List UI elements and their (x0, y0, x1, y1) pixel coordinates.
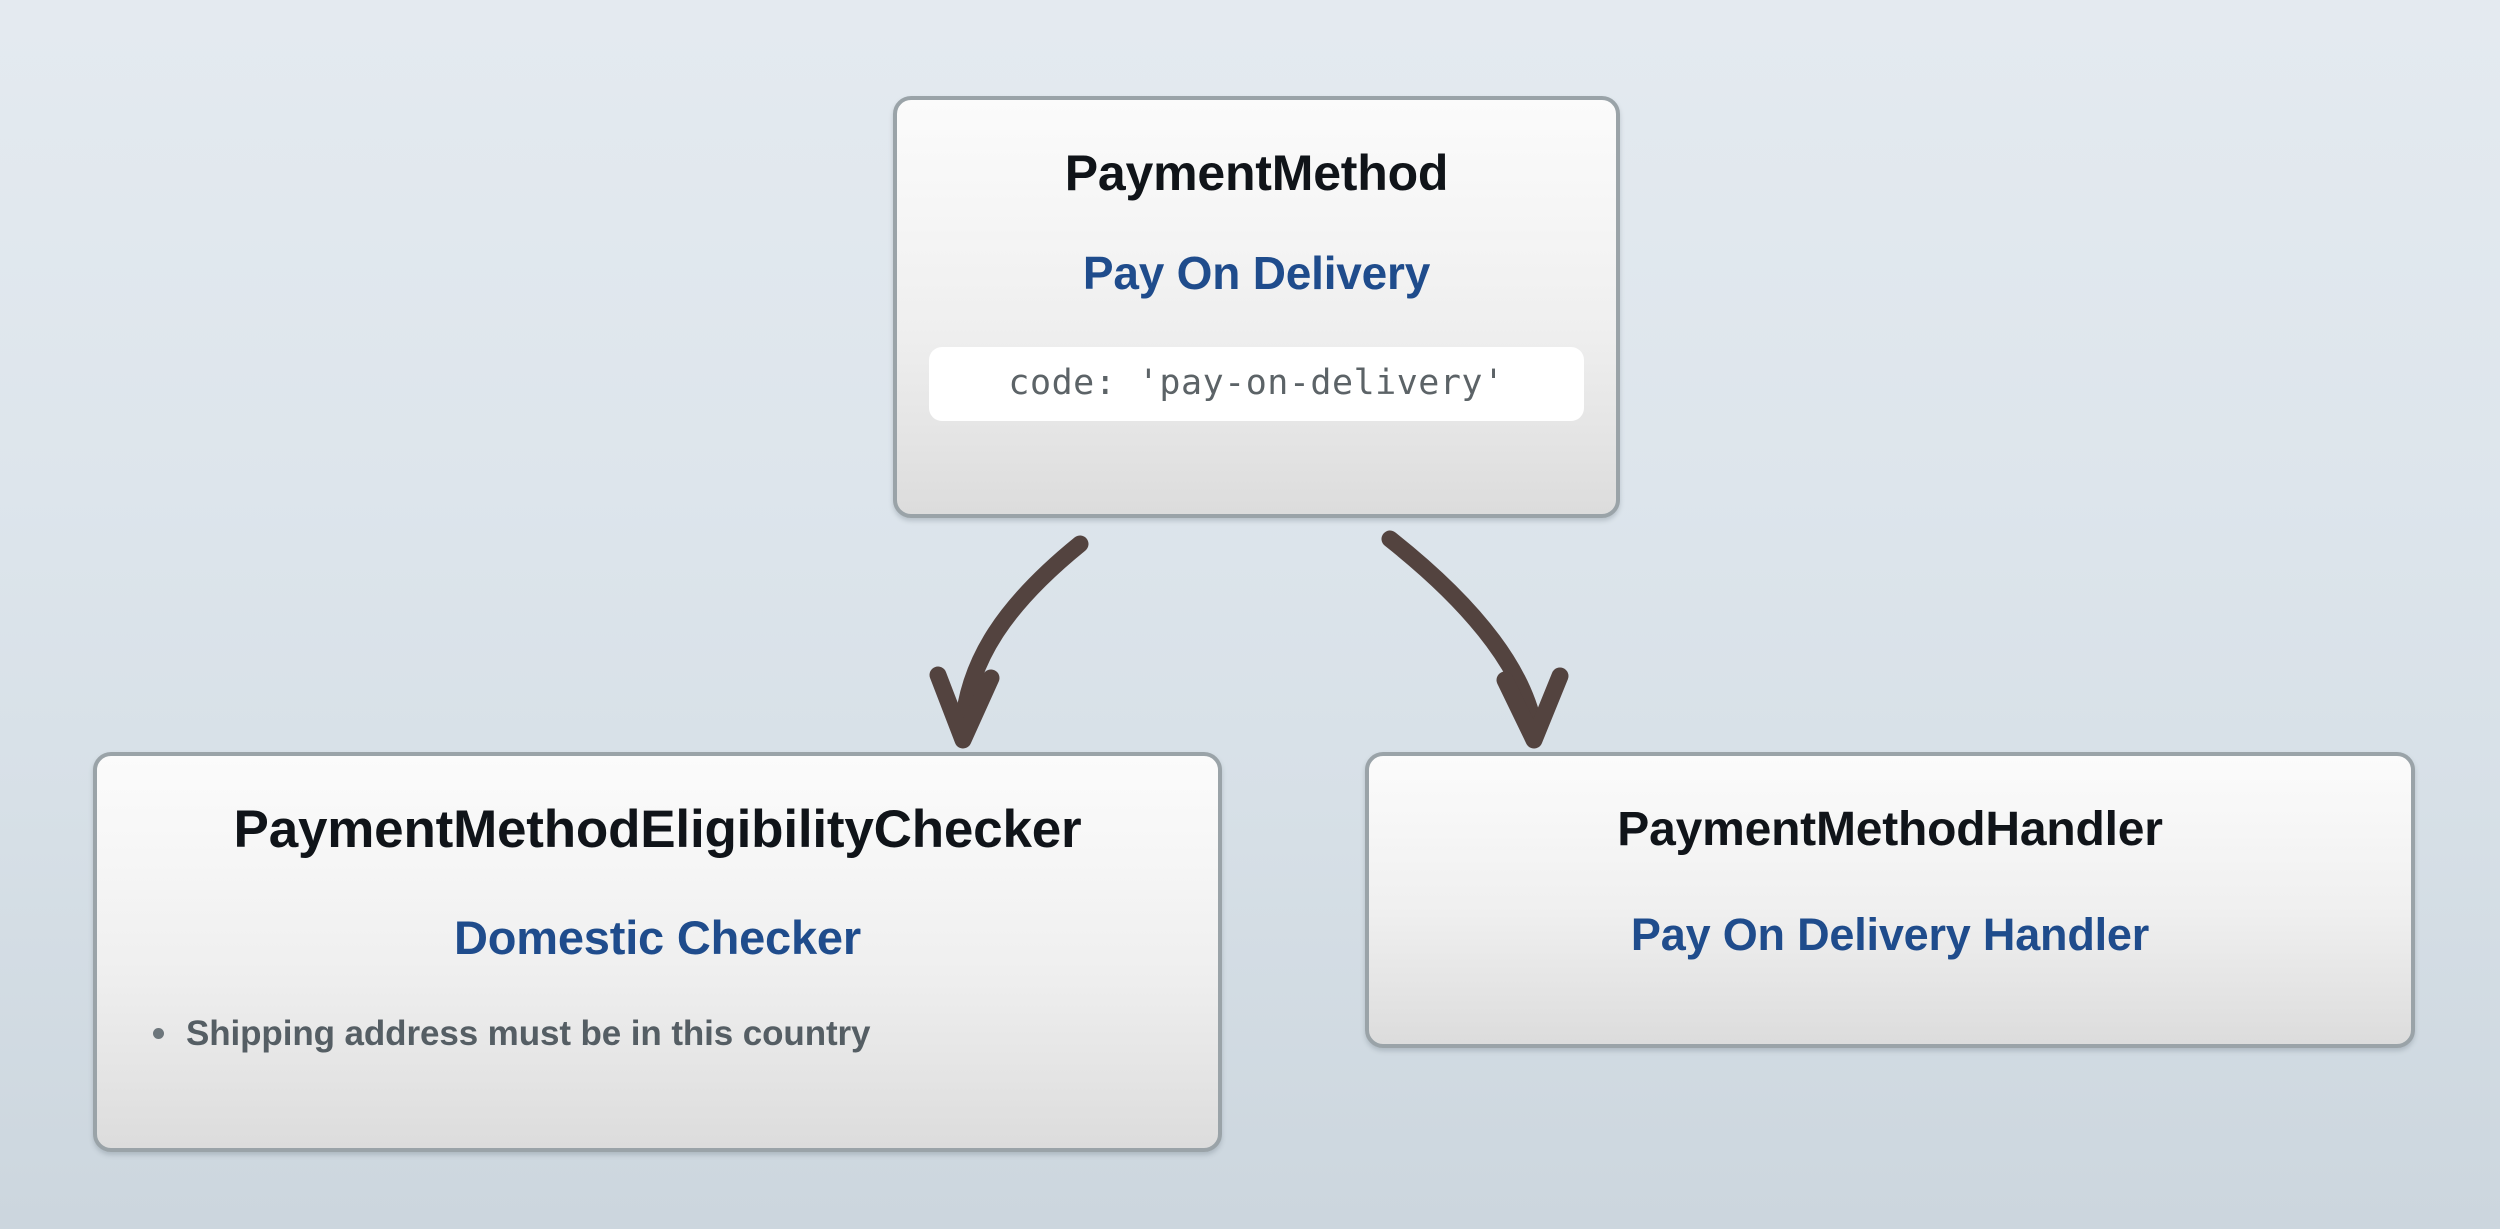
edge-root-to-handler (1381, 530, 1543, 735)
edge-root-to-eligibility-checker-arrowhead (929, 666, 1000, 749)
node-payment-method-code-text: code: 'pay-on-delivery' (1008, 362, 1505, 403)
node-handler-name-label: Pay On Delivery Handler (1630, 908, 2150, 960)
node-payment-method-code-chip: code: 'pay-on-delivery' (929, 346, 1584, 421)
bullet-dot-icon (153, 1027, 164, 1039)
node-eligibility-checker-bullet-text: Shipping address must be in this country (186, 1013, 871, 1053)
edge-root-to-eligibility-checker (954, 535, 1089, 736)
edge-root-to-handler-arrowhead (1496, 667, 1569, 749)
node-eligibility-checker-type-label: PaymentMethodEligibilityChecker (233, 800, 1082, 859)
node-eligibility-checker-name-label: Domestic Checker (454, 911, 861, 965)
node-payment-method-name-label: Pay On Delivery (1082, 247, 1431, 299)
node-payment-method-eligibility-checker[interactable]: PaymentMethodEligibilityChecker Domestic… (93, 752, 1222, 1152)
node-payment-method-type-label: PaymentMethod (1064, 145, 1449, 201)
node-payment-method-handler[interactable]: PaymentMethodHandler Pay On Delivery Han… (1365, 752, 2415, 1048)
list-item: Shipping address must be in this country (131, 1012, 1184, 1056)
node-handler-type-label: PaymentMethodHandler (1617, 803, 2163, 856)
node-eligibility-checker-bullet-list: Shipping address must be in this country (131, 1012, 1184, 1062)
node-payment-method[interactable]: PaymentMethod Pay On Delivery code: 'pay… (893, 96, 1620, 518)
